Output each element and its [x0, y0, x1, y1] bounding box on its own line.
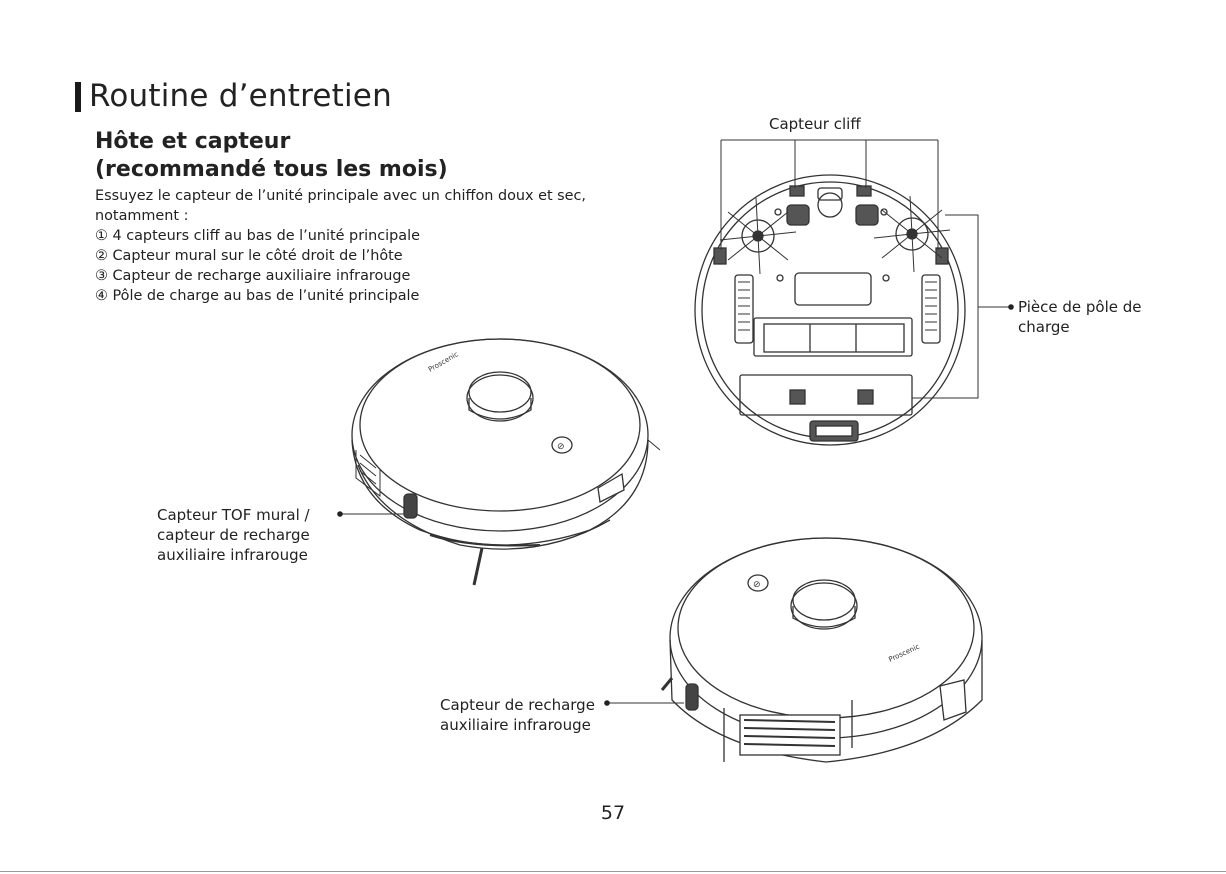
callout-pole-line-1: Pièce de pôle de: [1018, 298, 1142, 316]
leader-dot-tof: [337, 511, 343, 517]
callout-ir-sensor: Capteur de recharge auxiliaire infraroug…: [440, 695, 595, 735]
instruction-item-4: ④ Pôle de charge au bas de l’unité princ…: [95, 288, 420, 304]
page-title: Routine d’entretien: [89, 78, 392, 114]
callout-tof-sensor: Capteur TOF mural / capteur de recharge …: [157, 505, 310, 565]
svg-text:⊘: ⊘: [753, 580, 761, 590]
leader-dot-pole: [1008, 304, 1014, 310]
footer-divider: [0, 871, 1226, 872]
instruction-item-1: ① 4 capteurs cliff au bas de l’unité pri…: [95, 228, 420, 244]
callout-tof-line-3: auxiliaire infrarouge: [157, 546, 308, 564]
robot-bottom-view: [694, 174, 966, 446]
callout-tof-line-2: capteur de recharge: [157, 526, 310, 544]
svg-text:⊘: ⊘: [557, 442, 565, 452]
robot-angled-top-view: ⊘ Proscenic: [351, 338, 661, 586]
callout-tof-line-1: Capteur TOF mural /: [157, 506, 310, 524]
robot-angled-side-view: ⊘ Proscenic: [660, 537, 983, 763]
maintenance-instructions: Essuyez le capteur de l’unité principale…: [95, 186, 586, 306]
page-number: 57: [600, 802, 626, 824]
instruction-line: notamment :: [95, 208, 189, 224]
subtitle-line-2: (recommandé tous les mois): [95, 157, 448, 182]
callout-pole-line-2: charge: [1018, 318, 1070, 336]
leader-lines: [340, 139, 1010, 704]
instruction-item-2: ② Capteur mural sur le côté droit de l’h…: [95, 248, 403, 264]
subtitle-line-1: Hôte et capteur: [95, 129, 291, 154]
section-subtitle: Hôte et capteur (recommandé tous les moi…: [95, 128, 448, 184]
callout-charging-pole: Pièce de pôle de charge: [1018, 297, 1142, 337]
title-accent-bar: [75, 82, 81, 112]
callout-cliff-sensor: Capteur cliff: [769, 115, 861, 133]
instruction-line: Essuyez le capteur de l’unité principale…: [95, 188, 587, 204]
leader-dot-ir: [604, 700, 610, 706]
callout-ir-line-2: auxiliaire infrarouge: [440, 716, 591, 734]
instruction-item-3: ③ Capteur de recharge auxiliaire infraro…: [95, 268, 411, 284]
callout-ir-line-1: Capteur de recharge: [440, 696, 595, 714]
